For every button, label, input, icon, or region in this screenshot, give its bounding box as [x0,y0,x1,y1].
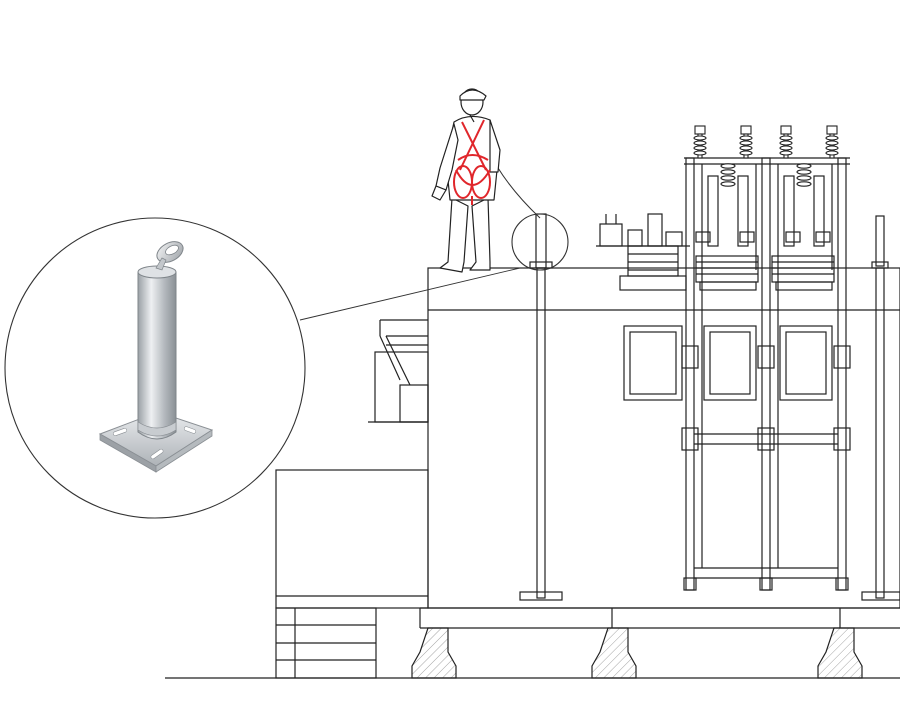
insulator-icon [739,125,753,159]
insulator-icon [796,163,812,187]
anchor-detail-view [4,217,306,519]
roof-anchor-post [519,213,563,601]
insulator-icon [825,125,839,159]
anchor-eye-ring [155,241,184,271]
insulator-icon [779,125,793,159]
windows [623,325,833,401]
worker-with-harness-icon [431,88,501,273]
insulator-icon [693,125,707,159]
insulator-icon [720,163,736,187]
side-bracket [368,319,429,423]
callout-line [299,267,521,321]
footings [411,627,863,679]
breaker-bays [695,175,835,291]
base-plinth [419,607,900,629]
right-post [861,215,900,601]
roof-panel [596,213,690,291]
main-enclosure [427,267,900,609]
switchgear-frame [681,157,851,591]
left-annex [275,469,429,679]
line-art [165,157,900,679]
detail-marker-circle [511,213,569,271]
insulator-row [693,125,839,187]
safety-harness [453,119,491,205]
